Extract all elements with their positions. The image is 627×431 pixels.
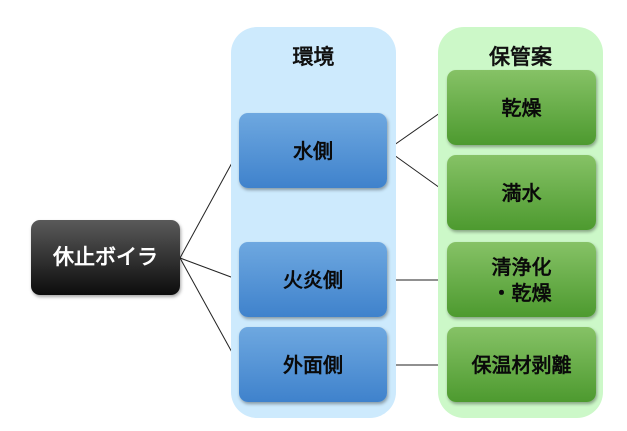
env-label: 外面側 [283,352,343,377]
env-node-water-side: 水側 [239,113,387,188]
plan-node-dry: 乾燥 [447,70,596,145]
plans-title: 保管案 [489,45,552,69]
plan-label: 満水 [501,180,542,205]
plan-node-insulation-removal: 保温材剥離 [447,327,596,402]
plan-node-water-fill: 満水 [447,155,596,230]
connector-root-fire [179,257,240,281]
root-node: 休止ボイラ [31,220,180,295]
env-label: 火炎側 [283,267,343,292]
plan-node-clean-dry: 清浄化 ・乾燥 [447,242,596,317]
connector-root-water [179,149,240,259]
connector-water-dry [386,107,448,151]
env-label: 水側 [293,138,333,163]
plan-label: 保温材剥離 [471,352,572,377]
root-label: 休止ボイラ [53,244,158,269]
connector-water-fill [386,149,448,194]
plan-label: 清浄化 ・乾燥 [491,254,552,305]
env-node-fire-side: 火炎側 [239,242,387,317]
plan-label: 乾燥 [501,95,542,120]
environment-title: 環境 [292,45,335,69]
env-node-outer-side: 外面側 [239,327,387,402]
connector-root-outer [179,257,240,366]
